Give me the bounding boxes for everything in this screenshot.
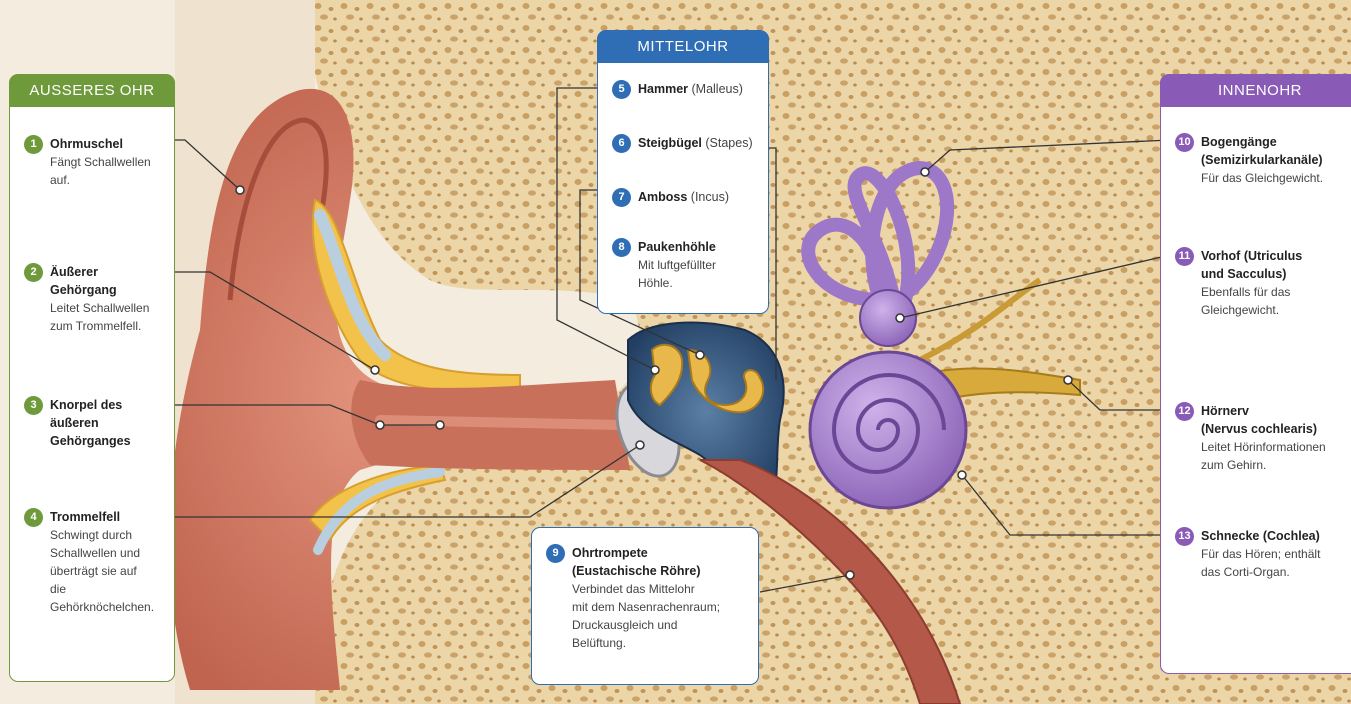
middle-ear-panel: MITTELOHR 5 Hammer (Malleus) 6 Steigbüge… [597,30,769,314]
label-item-12: 12 Hörnerv (Nervus cochlearis) Leitet Hö… [1175,402,1351,474]
label-item-13: 13 Schnecke (Cochlea) Für das Hören; ent… [1175,527,1351,581]
item-number: 4 [24,508,43,527]
item-number: 5 [612,80,631,99]
item-number: 11 [1175,247,1194,266]
label-item-5: 5 Hammer (Malleus) [612,80,762,98]
item-title: Schnecke (Cochlea) [1201,527,1351,545]
item-title: Hammer [638,82,688,96]
item-desc: Für das Gleichgewicht. [1201,169,1351,187]
item-desc: Mit luftgefüllter Höhle. [638,256,762,292]
label-item-4: 4 Trommelfell Schwingt durch Schallwelle… [24,508,168,616]
item-number: 1 [24,135,43,154]
item-number: 12 [1175,402,1194,421]
item-desc: Ebenfalls für das Gleichgewicht. [1201,283,1351,319]
panel-title-outer-ear: AUSSERES OHR [9,75,175,107]
item-title: Vorhof (Utriculus und Sacculus) [1201,247,1351,283]
item-title: Trommelfell [50,508,168,526]
label-item-11: 11 Vorhof (Utriculus und Sacculus) Ebenf… [1175,247,1351,319]
item-title: Bogengänge (Semizirkularkanäle) [1201,133,1351,169]
item-number: 6 [612,134,631,153]
label-item-9: 9 Ohrtrompete (Eustachische Röhre) Verbi… [546,544,752,652]
item-number: 8 [612,238,631,257]
panel-title-inner-ear: INNENOHR [1160,75,1351,107]
item-number: 2 [24,263,43,282]
item-desc: Verbindet das Mittelohr mit dem Nasenrac… [572,580,752,652]
item-subtitle: (Incus) [687,190,729,204]
item-subtitle: (Malleus) [688,82,743,96]
item-desc: Leitet Hörinformationen zum Gehirn. [1201,438,1351,474]
label-item-2: 2 Äußerer Gehörgang Leitet Schallwellen … [24,263,168,335]
panel-title-middle-ear: MITTELOHR [597,31,769,63]
item-subtitle: (Stapes) [702,136,753,150]
item-title: Amboss [638,190,687,204]
item-number: 7 [612,188,631,207]
label-item-6: 6 Steigbügel (Stapes) [612,134,762,152]
item-number: 9 [546,544,565,563]
label-item-3: 3 Knorpel des äußeren Gehörganges [24,396,168,450]
label-item-8: 8 Paukenhöhle Mit luftgefüllter Höhle. [612,238,762,292]
item-title: Paukenhöhle [638,238,762,256]
item-title: Steigbügel [638,136,702,150]
label-item-7: 7 Amboss (Incus) [612,188,762,206]
vestibule [860,290,916,346]
label-item-10: 10 Bogengänge (Semizirkularkanäle) Für d… [1175,133,1351,187]
item-desc: Leitet Schallwellen zum Trommelfell. [50,299,168,335]
eustachian-tube-panel: 9 Ohrtrompete (Eustachische Röhre) Verbi… [531,527,759,685]
item-title: Knorpel des äußeren Gehörganges [50,396,168,450]
item-title: Ohrmuschel [50,135,168,153]
item-desc: Fängt Schallwellen auf. [50,153,168,189]
label-item-1: 1 Ohrmuschel Fängt Schallwellen auf. [24,135,168,189]
item-title: Hörnerv (Nervus cochlearis) [1201,402,1351,438]
item-number: 3 [24,396,43,415]
item-desc: Für das Hören; enthält das Corti-Organ. [1201,545,1351,581]
item-number: 10 [1175,133,1194,152]
item-title: Ohrtrompete (Eustachische Röhre) [572,544,752,580]
item-title: Äußerer Gehörgang [50,263,168,299]
outer-ear-panel: AUSSERES OHR 1 Ohrmuschel Fängt Schallwe… [9,74,175,682]
item-number: 13 [1175,527,1194,546]
item-desc: Schwingt durch Schallwellen und überträg… [50,526,168,616]
inner-ear-panel: INNENOHR 10 Bogengänge (Semizirkularkanä… [1160,74,1351,674]
